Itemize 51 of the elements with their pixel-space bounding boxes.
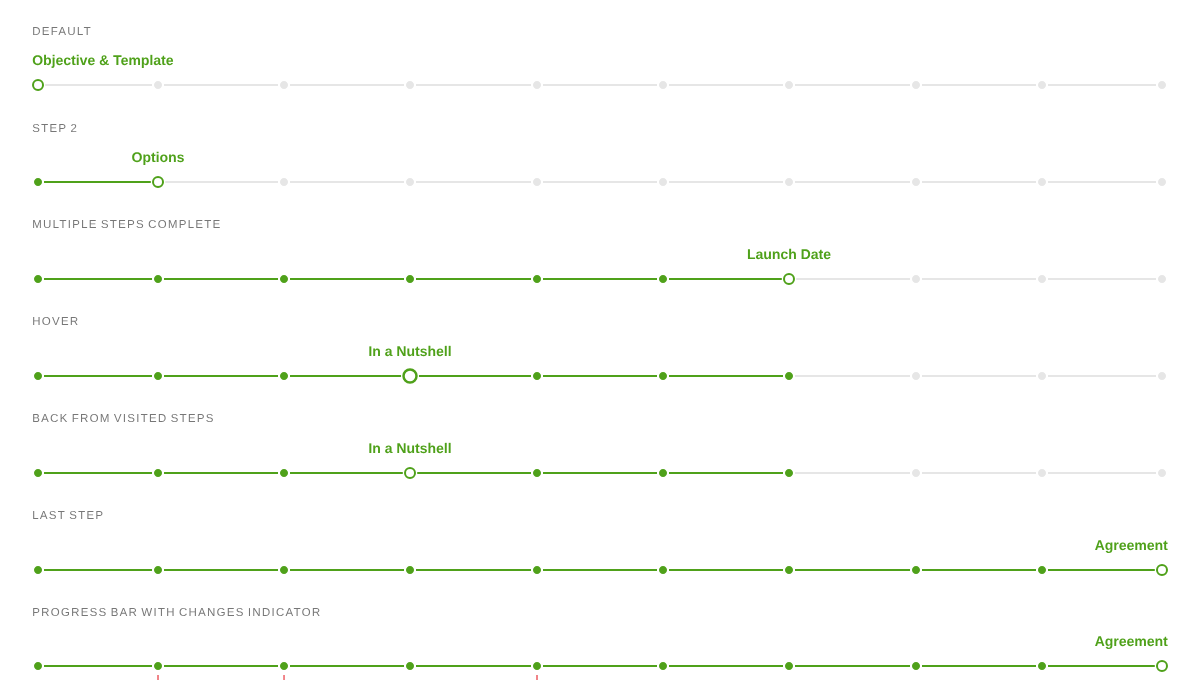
progress-line xyxy=(289,375,403,377)
progress-line xyxy=(289,665,405,667)
progress-line xyxy=(542,665,658,667)
progress-line xyxy=(415,569,532,571)
progress-line xyxy=(921,569,1037,571)
progress-line xyxy=(415,665,532,667)
progress-line xyxy=(415,278,532,280)
progress-line xyxy=(43,375,153,377)
progress-line xyxy=(1047,569,1156,571)
progress-line xyxy=(163,665,279,667)
progress-line xyxy=(43,472,153,474)
progress-line xyxy=(163,569,279,571)
step-label: Options xyxy=(132,151,184,165)
progress-line xyxy=(542,278,658,280)
progress-line xyxy=(542,375,658,377)
step-label: In a Nutshell xyxy=(369,345,451,357)
section-heading: PROGRESS BAR WITH CHANGES INDICATOR xyxy=(33,607,320,617)
progress-line xyxy=(417,375,532,377)
step-label: Agreement xyxy=(1095,540,1168,553)
step-label: In a Nutshell xyxy=(369,442,451,454)
progress-line xyxy=(289,278,405,280)
step-label: Launch Date xyxy=(747,248,831,260)
step-label: Agreement xyxy=(1095,636,1168,649)
step-label: Objective & Template xyxy=(32,54,174,68)
progress-line xyxy=(289,472,404,474)
section-heading: BACK FROM VISITED STEPS xyxy=(33,413,213,423)
progress-line xyxy=(668,278,783,280)
section-heading: MULTIPLE STEPS COMPLETE xyxy=(33,219,220,229)
progress-line xyxy=(668,569,784,571)
section-heading: DEFAULT xyxy=(33,27,91,36)
progress-line xyxy=(668,665,784,667)
progress-line xyxy=(1047,665,1156,667)
progress-line xyxy=(43,278,153,280)
progress-line xyxy=(289,569,405,571)
progress-line xyxy=(921,665,1037,667)
progress-line xyxy=(542,569,658,571)
progress-line xyxy=(416,472,532,474)
section-heading: HOVER xyxy=(33,316,78,326)
section-heading: STEP 2 xyxy=(32,123,77,133)
progress-line xyxy=(668,375,784,377)
progress-line xyxy=(163,472,279,474)
progress-line xyxy=(43,569,153,571)
progress-line xyxy=(542,472,658,474)
progress-line xyxy=(43,665,153,667)
progress-line xyxy=(163,278,279,280)
progress-line xyxy=(794,569,911,571)
progress-line xyxy=(43,181,152,183)
progress-line xyxy=(794,665,911,667)
progress-line xyxy=(668,472,784,474)
progress-line xyxy=(163,375,279,377)
section-heading: LAST STEP xyxy=(33,510,103,520)
